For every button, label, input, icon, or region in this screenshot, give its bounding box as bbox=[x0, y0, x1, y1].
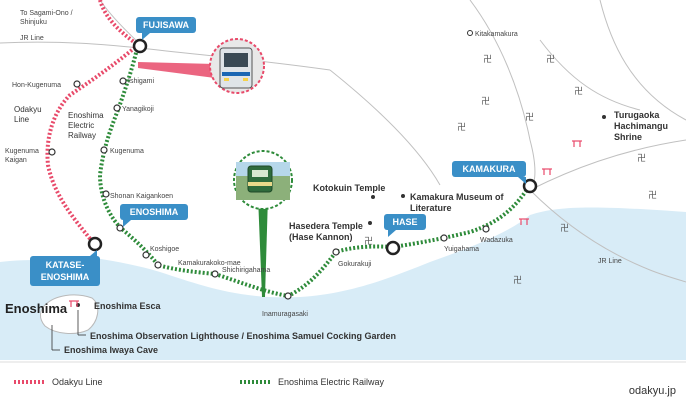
jr-line-label-bottom: JR Line bbox=[598, 258, 622, 265]
odakyu-line bbox=[45, 0, 142, 246]
enoshima-island-shape bbox=[40, 294, 99, 334]
shrine-gate-icon bbox=[69, 140, 582, 307]
svg-text:卍: 卍 bbox=[481, 96, 490, 106]
landmark-hasedera-2: (Hase Kannon) bbox=[289, 232, 353, 242]
svg-text:卍: 卍 bbox=[637, 153, 646, 163]
tsurugaoka-dot bbox=[602, 115, 606, 119]
badge-katase-enoshima: KATASE- ENOSHIMA bbox=[30, 250, 100, 286]
station-label-kamakurakoko-mae: Kamakurakoko-mae bbox=[178, 260, 241, 267]
station-label-kugenuma-kaigan-2: Kaigan bbox=[5, 157, 27, 164]
station-label-kugenuma: Kugenuma bbox=[110, 148, 144, 155]
station-label-yanagikoji: Yanagikoji bbox=[122, 106, 154, 113]
legend-odakyu-label: Odakyu Line bbox=[52, 377, 103, 387]
landmark-tsurugaoka-2: Hachimangu bbox=[614, 121, 668, 131]
odakyu-line-label-2: Line bbox=[14, 115, 30, 124]
odakyu-line-label-1: Odakyu bbox=[14, 105, 42, 114]
station-label-kitakamakura: Kitakamakura bbox=[475, 31, 518, 38]
landmark-museum-2: Literature bbox=[410, 203, 452, 213]
legend: Odakyu Line Enoshima Electric Railway bbox=[14, 377, 385, 387]
badge-kamakura: KAMAKURA bbox=[452, 161, 526, 184]
landmark-hasedera-1: Hasedera Temple bbox=[289, 221, 363, 231]
odakyu-train-photo bbox=[138, 38, 265, 94]
badge-enoshima: ENOSHIMA bbox=[120, 204, 188, 227]
svg-text:卍: 卍 bbox=[574, 86, 583, 96]
legend-enoden-label: Enoshima Electric Railway bbox=[278, 377, 385, 387]
enoden-train-photo bbox=[233, 150, 293, 297]
landmark-tsurugaoka-1: Turugaoka bbox=[614, 110, 660, 120]
station-label-koshigoe: Koshigoe bbox=[150, 246, 179, 253]
brand-label: odakyu.jp bbox=[629, 385, 676, 397]
landmark-lighthouse: Enoshima Observation Lighthouse / Enoshi… bbox=[90, 331, 396, 341]
svg-text:卍: 卍 bbox=[513, 275, 522, 285]
enoden-line-label-1: Enoshima bbox=[68, 111, 104, 120]
svg-text:卍: 卍 bbox=[483, 54, 492, 64]
station-label-gokurakuji: Gokurakuji bbox=[338, 261, 372, 268]
station-label-hon-kugenuma: Hon-Kugenuma bbox=[12, 82, 61, 89]
major-stations bbox=[87, 38, 538, 256]
landmark-enoshima-esca: Enoshima Esca bbox=[94, 301, 162, 311]
station-label-katase-1: KATASE- bbox=[46, 260, 85, 270]
direction-label-1: To Sagami-Ono / bbox=[20, 10, 73, 17]
enoshima-island-label: Enoshima bbox=[5, 301, 68, 316]
direction-label-2: Shinjuku bbox=[20, 19, 47, 26]
landmark-museum-1: Kamakura Museum of bbox=[410, 192, 505, 202]
jr-line-label-top: JR Line bbox=[20, 35, 44, 42]
svg-text:卍: 卍 bbox=[546, 54, 555, 64]
landmark-tsurugaoka-3: Shrine bbox=[614, 132, 642, 142]
landmark-iwaya-cave: Enoshima Iwaya Cave bbox=[64, 345, 158, 355]
badge-hase: HASE bbox=[384, 214, 426, 237]
station-label-enoshima: ENOSHIMA bbox=[130, 207, 179, 217]
station-label-katase-2: ENOSHIMA bbox=[41, 272, 90, 282]
svg-text:卍: 卍 bbox=[364, 236, 373, 246]
svg-text:卍: 卍 bbox=[525, 112, 534, 122]
kotokuin-dot bbox=[371, 195, 375, 199]
hasedera-dot bbox=[368, 221, 372, 225]
station-label-kamakura: KAMAKURA bbox=[463, 164, 516, 174]
svg-text:卍: 卍 bbox=[560, 223, 569, 233]
station-label-ishigami: Ishigami bbox=[128, 78, 155, 85]
enoden-line-label-2: Electric bbox=[68, 121, 94, 130]
station-label-shichirigahama: Shichirigahama bbox=[222, 267, 270, 274]
station-label-shonan-kaigankoen: Shonan Kaigankoen bbox=[110, 193, 173, 200]
station-label-kugenuma-kaigan-1: Kugenuma bbox=[5, 148, 39, 155]
station-label-wadazuka: Wadazuka bbox=[480, 237, 513, 244]
station-label-fujisawa: FUJISAWA bbox=[143, 20, 190, 30]
station-label-hase: HASE bbox=[392, 217, 417, 227]
sea-area bbox=[0, 207, 686, 360]
station-label-yuigahama: Yuigahama bbox=[444, 246, 479, 253]
station-label-inamuragasaki: Inamuragasaki bbox=[262, 311, 308, 318]
enoden-line-label-3: Railway bbox=[68, 131, 96, 140]
badge-fujisawa: FUJISAWA bbox=[136, 17, 196, 40]
svg-text:卍: 卍 bbox=[648, 190, 657, 200]
minor-stations bbox=[48, 77, 490, 300]
museum-dot bbox=[401, 194, 405, 198]
temple-icon: 卍 卍 卍 卍 卍 卍 卍 卍 卍 卍 卍 bbox=[364, 54, 657, 285]
landmark-kotokuin: Kotokuin Temple bbox=[313, 183, 385, 193]
kitakamakura-dot bbox=[467, 30, 473, 36]
svg-text:卍: 卍 bbox=[457, 122, 466, 132]
